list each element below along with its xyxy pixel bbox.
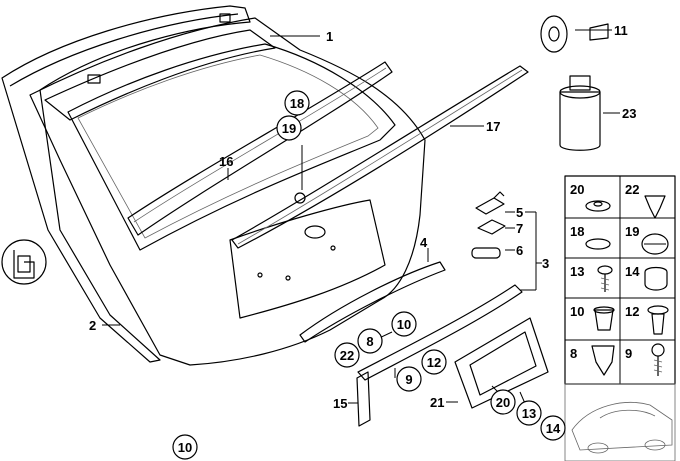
trim-strip-part [231,65,529,249]
grid-label: 8 [570,346,577,361]
callout-16: 16 [219,154,233,169]
handle-clips-part [471,191,506,259]
callout-5: 5 [516,205,523,220]
grid-part-13-icon [597,265,613,292]
grid-part-18-icon [585,238,611,250]
grid-label: 22 [625,182,639,197]
grid-label: 14 [625,264,640,279]
circled-callouts: 18 19 10 8 22 12 9 20 13 14 10 [172,90,566,460]
car-thumbnail-icon [571,402,673,454]
callout-circle-18: 18 [290,96,304,111]
callout-6: 6 [516,243,523,258]
grid-part-22-icon [644,195,666,219]
callout-circle-22: 22 [340,348,354,363]
callout-23: 23 [622,106,636,121]
callout-circle-19: 19 [282,121,296,136]
grid-part-12-icon [647,305,669,335]
grid-part-8-icon [591,345,615,376]
callout-15: 15 [333,396,347,411]
handle-trim-part [299,261,446,343]
callout-labels: 1 2 3 4 5 6 7 11 15 16 17 21 23 [89,23,636,411]
callout-circle-14: 14 [546,421,561,436]
callout-17: 17 [486,119,500,134]
seal-detail-circle [1,239,47,285]
callout-circle-8: 8 [366,334,373,349]
callout-7: 7 [516,221,523,236]
callout-circle-10-bottom: 10 [178,440,192,455]
callout-circle-20: 20 [496,395,510,410]
grid-part-19-icon [641,233,669,255]
callout-2: 2 [89,318,96,333]
grid-part-9-icon [651,343,665,376]
grid-label: 12 [625,304,639,319]
grid-labels: 20 22 18 19 13 14 10 12 8 9 [570,182,640,361]
fastener-grid [564,175,676,461]
callout-circle-12: 12 [427,355,441,370]
grid-label: 19 [625,224,639,239]
grid-label: 13 [570,264,584,279]
callout-4: 4 [420,235,428,250]
license-plate-holder-part [454,317,549,409]
callout-circle-9: 9 [405,372,412,387]
callout-3: 3 [542,256,549,271]
callout-1: 1 [326,29,333,44]
grid-part-10-icon [593,306,615,331]
tailgate-seal-part [1,5,251,363]
grid-part-20-icon [585,200,611,212]
callout-11: 11 [614,23,628,38]
grid-label: 20 [570,182,584,197]
callout-21: 21 [430,395,444,410]
grid-part-14-icon [644,266,668,291]
grid-label: 18 [570,224,584,239]
plate-bracket-part [356,371,371,427]
leader-lines [102,29,620,409]
callout-circle-10: 10 [397,317,411,332]
tape-roll-part [540,15,609,53]
grid-label: 10 [570,304,584,319]
tailgate-body-part [29,13,426,366]
grid-label: 9 [625,346,632,361]
spoiler-strip-part [127,61,393,236]
callout-circle-13: 13 [522,406,536,421]
container-part [559,75,601,151]
lower-strip-part [357,284,523,381]
